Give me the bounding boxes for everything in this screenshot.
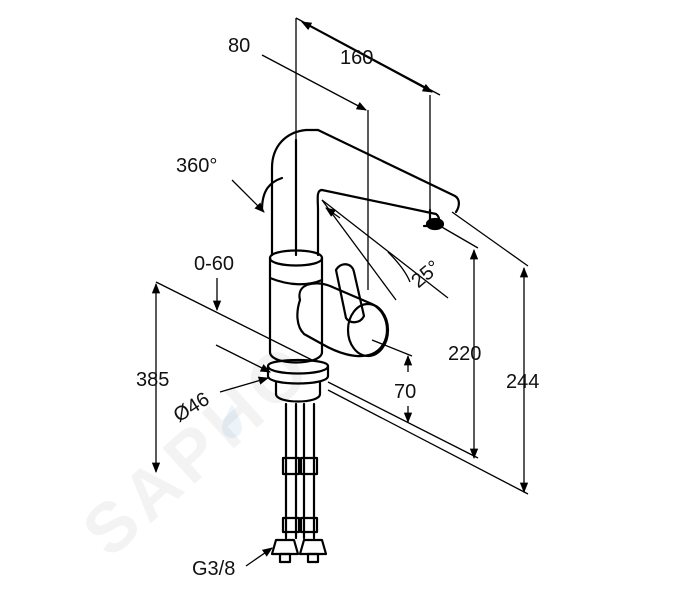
dim-160-label: 160 xyxy=(340,47,373,69)
watermark-text: SAPHO xyxy=(68,327,327,572)
dim-244-label: 244 xyxy=(506,371,539,393)
faucet-outline xyxy=(260,128,460,564)
dim-g38-label: G3/8 xyxy=(192,558,235,580)
dim-80-label: 80 xyxy=(228,35,250,57)
dim-360-label: 360° xyxy=(176,155,217,177)
dimension-lines xyxy=(151,17,529,567)
watermark-drop-icon xyxy=(222,404,242,438)
dim-25-label: 25° xyxy=(407,256,444,292)
dim-220-label: 220 xyxy=(448,343,481,365)
dim-70-label: 70 xyxy=(394,381,416,403)
dim-0-60-label: 0-60 xyxy=(194,253,234,275)
dim-385-label: 385 xyxy=(136,369,169,391)
